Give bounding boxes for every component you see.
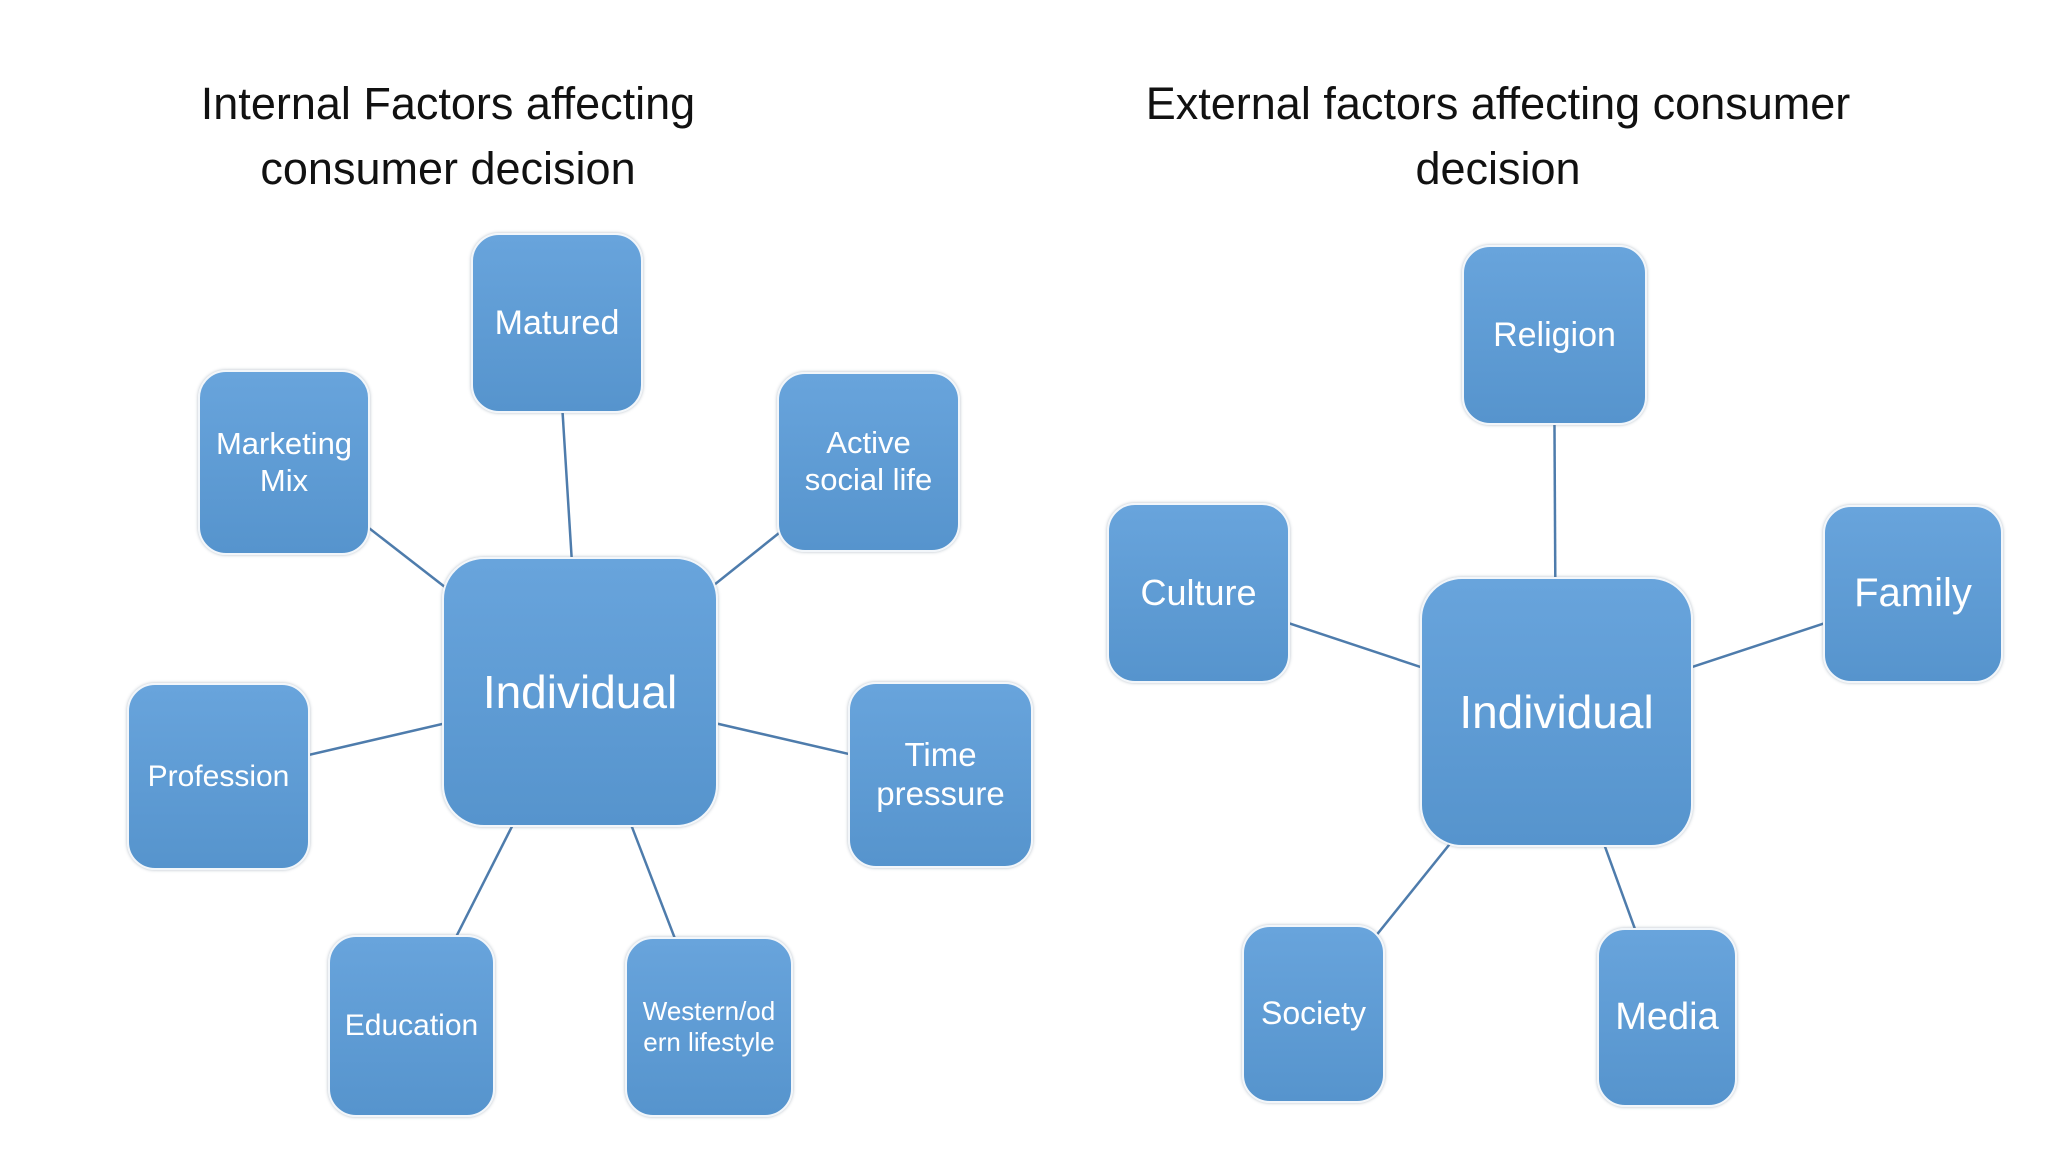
- node-culture: Culture: [1107, 503, 1290, 683]
- node-family: Family: [1823, 505, 2003, 683]
- node-profession: Profession: [127, 683, 310, 870]
- external-diagram-title: External factors affecting consumer deci…: [1145, 78, 1851, 194]
- node-individual-internal: Individual: [442, 557, 718, 827]
- node-marketing-mix: Marketing Mix: [198, 370, 370, 555]
- node-western-modern-lifestyle: Western/od ern lifestyle: [625, 937, 793, 1117]
- node-society: Society: [1242, 925, 1385, 1103]
- internal-diagram-title: Internal Factors affecting consumer deci…: [200, 78, 696, 194]
- node-active-social-life: Active social life: [777, 372, 960, 552]
- node-media: Media: [1597, 928, 1737, 1107]
- node-time-pressure: Time pressure: [848, 682, 1033, 868]
- node-individual-external: Individual: [1420, 577, 1693, 847]
- node-religion: Religion: [1462, 245, 1647, 425]
- node-education: Education: [328, 935, 495, 1117]
- node-matured: Matured: [471, 233, 643, 413]
